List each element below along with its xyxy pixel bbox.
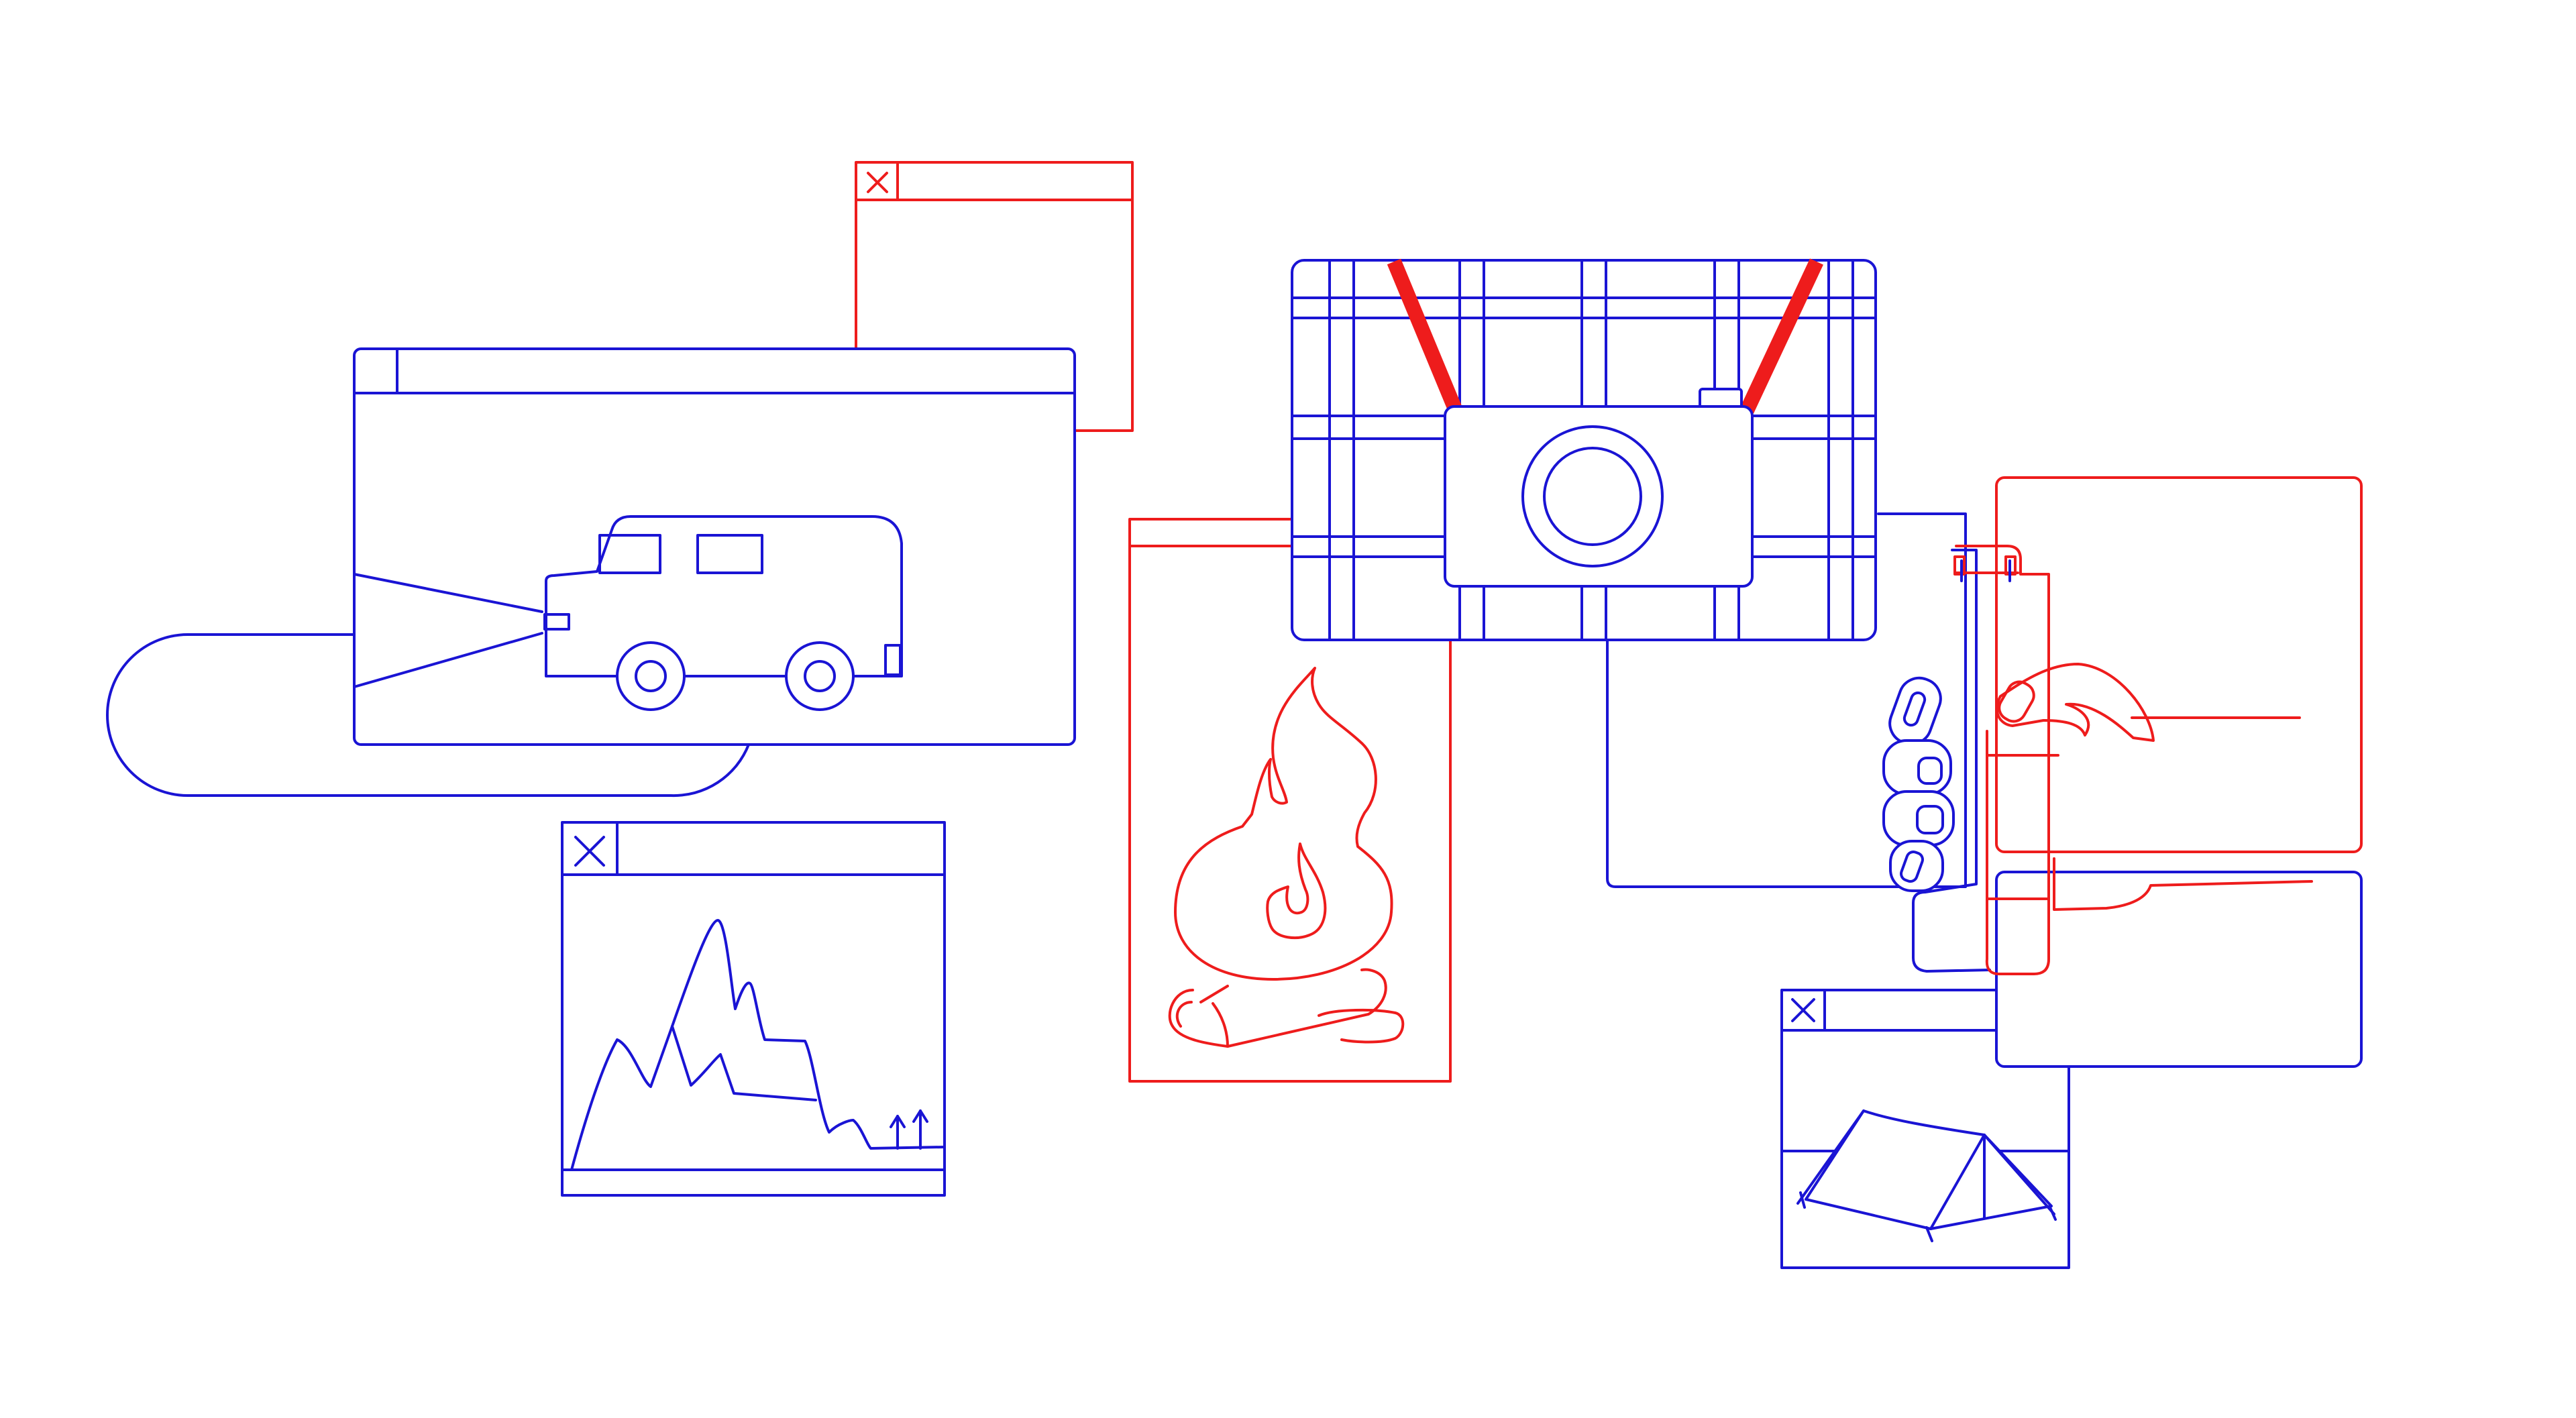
camper-van-icon [353, 515, 903, 711]
tent-icon [1796, 1109, 2057, 1242]
phone-windows [1995, 476, 2363, 1068]
camera-icon [1387, 258, 1823, 588]
close-icon[interactable] [574, 836, 605, 867]
camera-window [1291, 258, 1877, 641]
camera-connector [1606, 512, 1967, 888]
close-icon[interactable] [1791, 998, 1815, 1022]
connector-pill [106, 633, 750, 798]
close-icon[interactable] [867, 172, 888, 193]
hand-holding-phone-icon [1882, 545, 2313, 975]
mountain-chart-icon [570, 919, 946, 1171]
mountain-chart-window [561, 821, 946, 1197]
campfire-icon [1168, 667, 1405, 1048]
van-window [353, 347, 1076, 746]
tent-window [1780, 989, 2070, 1269]
